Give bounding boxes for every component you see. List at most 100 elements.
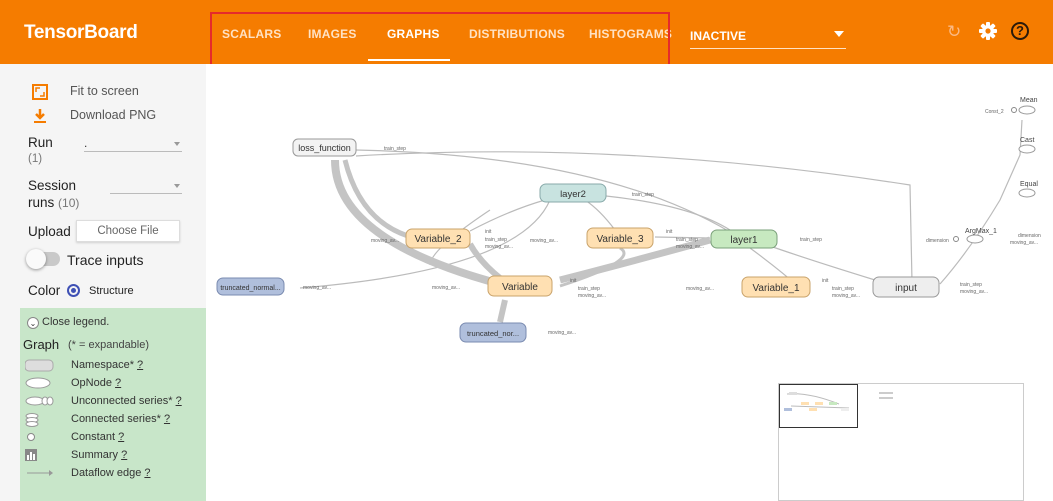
run-selector-label: INACTIVE <box>690 29 747 43</box>
legend-dataflow-label[interactable]: Dataflow edge ? <box>71 467 151 479</box>
node-layer2[interactable] <box>539 183 607 203</box>
session-runs-label: Session <box>28 178 77 193</box>
aux-label: moving_av... <box>676 244 704 250</box>
app-title: TensorBoard <box>24 22 138 43</box>
legend-opnode-label[interactable]: OpNode ? <box>71 377 122 389</box>
graph-minimap[interactable] <box>778 383 1024 501</box>
color-structure-radio[interactable] <box>67 284 80 297</box>
legend-unconnected-label[interactable]: Unconnected series* ? <box>71 395 182 407</box>
node-variable-2-label: Variable_2 <box>414 234 462 245</box>
graph-svg[interactable]: loss_function layer2 Variable_2 Variable… <box>206 64 1053 501</box>
chevron-down-icon <box>174 184 180 188</box>
toggle-knob <box>26 249 46 269</box>
legend-graph-title: Graph <box>23 337 60 352</box>
gear-icon[interactable] <box>978 21 998 41</box>
aux-label: init <box>570 278 577 284</box>
node-argmax-label: ArgMax_1 <box>965 228 997 235</box>
tab-distributions[interactable]: DISTRIBUTIONS <box>469 27 565 41</box>
trace-inputs-toggle[interactable] <box>26 249 60 269</box>
node-truncated-nor[interactable] <box>459 322 527 343</box>
node-argmax[interactable] <box>966 234 984 244</box>
aux-label: moving_av... <box>686 286 714 292</box>
minimap-node <box>829 402 837 405</box>
active-tab-indicator <box>368 59 450 61</box>
node-loss-function-label: loss_function <box>298 143 351 153</box>
legend-constant-row: Constant ? <box>20 429 206 447</box>
legend-summary-row: Summary ? <box>20 447 206 465</box>
node-mean[interactable] <box>1018 105 1036 115</box>
help-icon[interactable]: ? <box>1011 22 1029 40</box>
node-truncated-normal[interactable] <box>216 277 285 296</box>
minimap-viewport[interactable] <box>779 384 858 428</box>
aux-label: init <box>485 229 492 235</box>
constant-dimension[interactable] <box>953 236 959 242</box>
close-legend-button[interactable]: ⌄Close legend. <box>27 316 109 329</box>
constant-const-2[interactable] <box>1011 107 1017 113</box>
legend-unconnected-row: Unconnected series* ? <box>20 393 206 411</box>
node-variable-1[interactable] <box>741 276 811 298</box>
tab-images[interactable]: IMAGES <box>308 27 357 41</box>
session-runs-count: (10) <box>58 196 80 210</box>
minimap-node <box>784 408 792 411</box>
aux-label: train_step <box>384 146 406 152</box>
chevron-down-icon: ⌄ <box>27 317 39 329</box>
edge-thick-loss-to-variable <box>331 159 502 288</box>
aux-label: moving_av... <box>832 293 860 299</box>
aux-label: moving_av... <box>371 238 399 244</box>
node-cast[interactable] <box>1018 144 1036 154</box>
aux-label: init <box>822 278 829 284</box>
run-dropdown[interactable]: . <box>84 136 182 152</box>
node-equal[interactable] <box>1018 188 1036 198</box>
legend-connected-label[interactable]: Connected series* ? <box>71 413 171 425</box>
aux-label: dimension <box>926 238 949 244</box>
aux-label: moving_av... <box>530 238 558 244</box>
edge-var3-to-layer1 <box>654 236 711 239</box>
edge-thick-truncated-to-variable <box>497 299 508 323</box>
reload-icon[interactable]: ↻ <box>947 22 962 41</box>
legend-summary-label[interactable]: Summary ? <box>71 449 128 461</box>
session-runs-dropdown[interactable] <box>110 178 182 194</box>
aux-label: moving_av... <box>548 330 576 336</box>
minimap-node <box>801 402 809 405</box>
legend-namespace-label[interactable]: Namespace* ? <box>71 359 144 371</box>
edge-var3-to-layer2 <box>584 199 616 231</box>
upload-label: Upload <box>28 224 71 239</box>
legend-dataflow-row: Dataflow edge ? <box>20 465 206 483</box>
tab-scalars[interactable]: SCALARS <box>222 27 282 41</box>
summary-icon <box>25 449 37 461</box>
edge-thick-loss-to-var2 <box>342 159 409 239</box>
minimap-node <box>815 402 823 405</box>
legend-expandable-note: (* = expandable) <box>68 339 150 351</box>
dataflow-edge-icon <box>27 470 53 476</box>
node-variable-3-label: Variable_3 <box>596 234 644 245</box>
connected-series-icon <box>25 413 39 427</box>
tab-histograms[interactable]: HISTOGRAMS <box>589 27 673 41</box>
aux-label: moving_av... <box>578 293 606 299</box>
minimap-node <box>841 408 849 411</box>
node-mean-label: Mean <box>1020 97 1038 104</box>
graph-canvas[interactable]: loss_function layer2 Variable_2 Variable… <box>206 64 1053 501</box>
node-variable-3[interactable] <box>586 227 654 249</box>
unconnected-series-icon <box>25 396 54 406</box>
legend-constant-label[interactable]: Constant ? <box>71 431 125 443</box>
node-variable-2[interactable] <box>405 228 471 249</box>
node-variable[interactable] <box>487 275 553 297</box>
edge-thick-var2-to-variable <box>467 242 502 281</box>
tab-graphs[interactable]: GRAPHS <box>387 27 440 41</box>
fit-to-screen-label: Fit to screen <box>70 84 139 98</box>
aux-label: train_step <box>632 192 654 198</box>
node-truncated-normal-label: truncated_normal... <box>220 285 280 292</box>
graph-legend: ⌄Close legend. Graph (* = expandable) Na… <box>20 308 206 501</box>
edge-input-to-layer1 <box>769 245 876 281</box>
node-loss-function[interactable] <box>292 138 357 157</box>
choose-file-button[interactable]: Choose File <box>76 220 180 242</box>
node-input[interactable] <box>872 276 940 298</box>
node-layer1[interactable] <box>710 229 778 249</box>
run-selector-dropdown[interactable]: INACTIVE <box>690 27 846 49</box>
edge-loss-to-input <box>355 151 913 283</box>
minimap-node <box>879 392 893 394</box>
trace-inputs-label: Trace inputs <box>67 252 144 268</box>
aux-label: moving_av... <box>303 285 331 291</box>
aux-label: Const_2 <box>985 109 1004 115</box>
node-equal-label: Equal <box>1020 181 1038 188</box>
